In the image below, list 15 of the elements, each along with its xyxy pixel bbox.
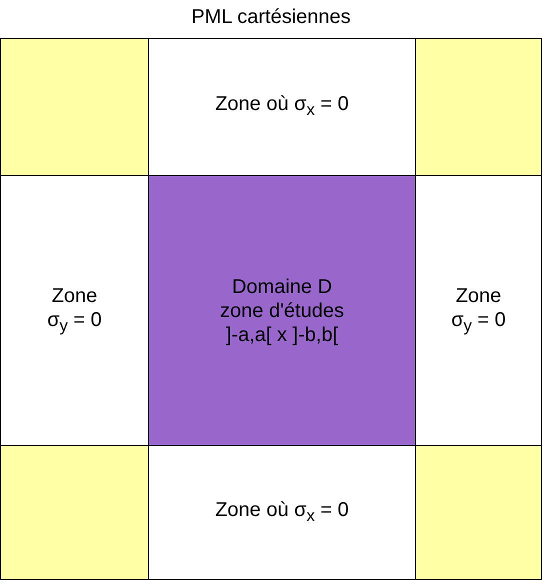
zone-label: Zone où σ$_{x}$ = 0: [215, 498, 349, 526]
zone-label: Domaine D: [232, 274, 332, 298]
domain-zone: [148, 175, 416, 446]
corner-zone: [0, 445, 149, 580]
diagram-title: PML cartésiennes: [190, 6, 352, 29]
zone-label: Zone: [52, 284, 98, 308]
zone-label: Zone où σ$_{x}$ = 0: [215, 92, 349, 121]
zone-label: σ$_{y}$ = 0: [451, 308, 506, 336]
zone-label: Zone: [456, 284, 502, 308]
zone-label: zone d'études: [220, 298, 344, 322]
zone-label: ]-a,a[ x ]-b,b[: [226, 322, 338, 346]
corner-zone: [415, 38, 542, 176]
corner-zone: [0, 38, 149, 176]
corner-zone: [415, 445, 542, 580]
zone-label: σ$_{y}$ = 0: [47, 308, 102, 336]
